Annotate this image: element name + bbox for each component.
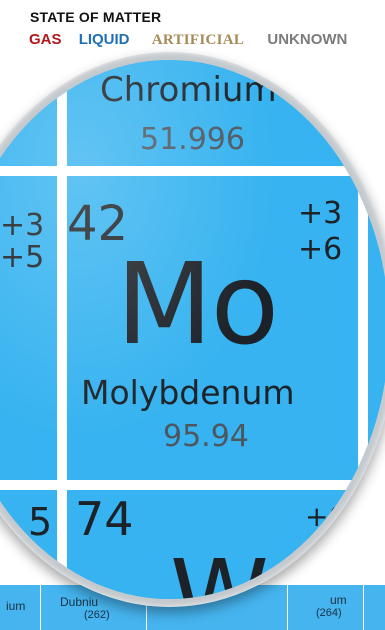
upper-element-weight: 51.996 [140,122,245,157]
gridline-top [0,166,385,176]
gridline-bottom [0,480,385,490]
legend-liquid: LIQUID [78,31,130,48]
left-oxidation-2: +5 [0,240,45,275]
legend-title: STATE OF MATTER [30,9,162,25]
gridline-left [57,60,67,599]
lower-oxidation-state: +6 [305,500,347,533]
legend-gas: GAS [29,31,62,48]
strip-cell-4-weight: (264) [316,607,342,619]
oxidation-state-1: +3 [298,196,343,231]
lens-grid [0,60,385,599]
element-name: Molybdenum [81,373,295,412]
upper-element-name: Chromium [100,70,277,110]
lower-atomic-number: 74 [75,492,134,546]
gridline-right [358,60,368,599]
magnifier-lens: Chromium 51.996 +3 +5 42 +3 +6 Mo Molybd… [0,60,385,599]
atomic-weight: 95.94 [163,419,249,454]
element-symbol: Mo [116,240,279,370]
strip-cell-1-name: ium [6,599,26,613]
lower-left-partial: 5 [28,500,53,544]
right-cell-partial: 4 [371,200,385,246]
strip-cell-2-weight: (262) [84,609,110,621]
left-oxidation-1: +3 [0,208,45,243]
lower-element-symbol: W [170,538,269,599]
legend-artificial: ARTIFICIAL [151,32,245,48]
atomic-number: 42 [67,196,129,252]
legend-unknown: UNKNOWN [267,31,348,48]
legend-row: GAS LIQUID ARTIFICIAL UNKNOWN [29,31,347,49]
oxidation-state-2: +6 [298,232,343,267]
